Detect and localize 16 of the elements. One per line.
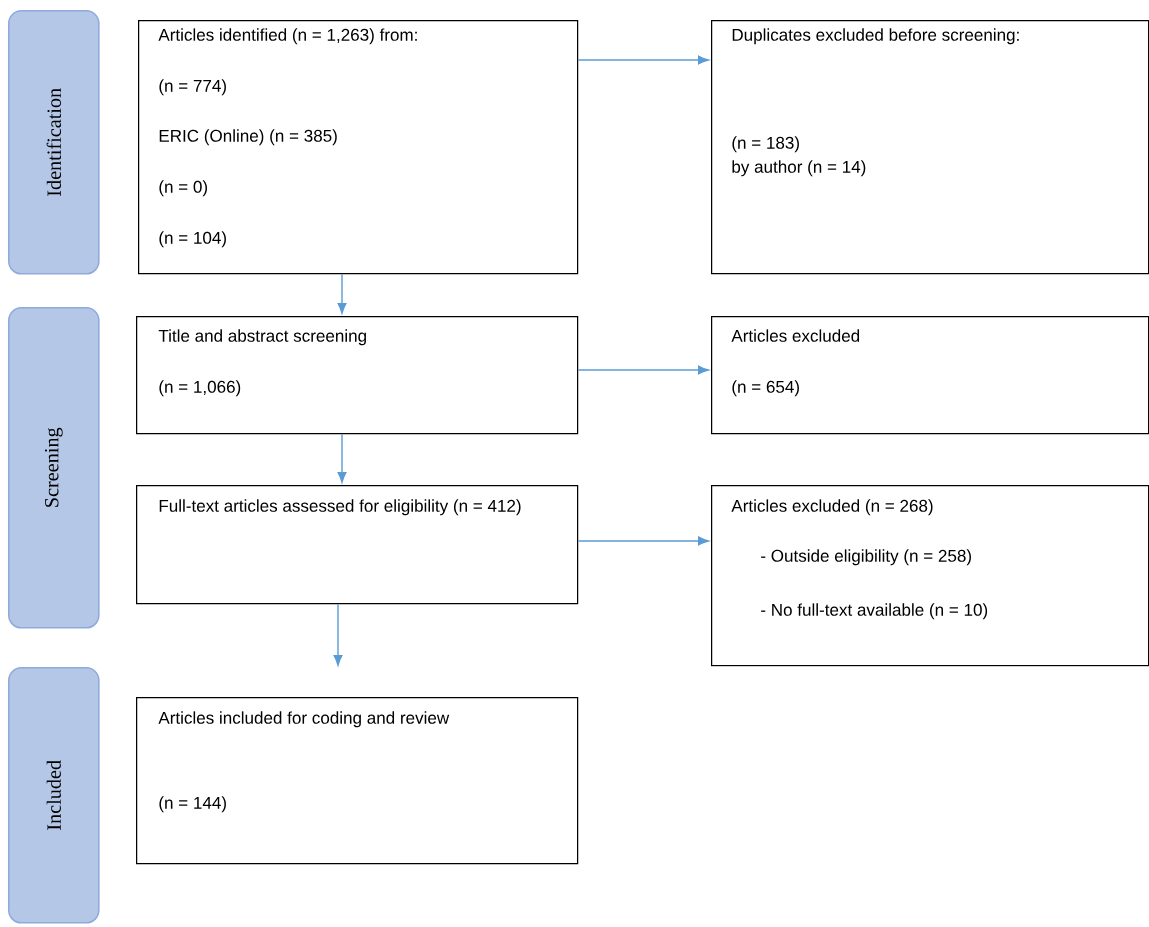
process-box: Articles excluded (n = 268) - Outside eligibility (n = 258) - No full-text available (n = 10) [711, 485, 1149, 667]
arrow [337, 273, 347, 314]
arrow [577, 536, 709, 546]
process-box: Articles included for coding and review (n = 144) [136, 697, 579, 865]
process-box: Full-text articles assessed for eligibility (n = 412) [136, 485, 579, 605]
process-box: Articles excluded (n = 654) [711, 316, 1149, 435]
arrow [333, 603, 343, 666]
arrow [577, 365, 709, 375]
stage-band: Screening [8, 307, 100, 629]
process-box: Articles identified (n = 1,263) from: (n = 774) ERIC (Online) (n = 385) (n = 0) (n = 104) [138, 20, 579, 275]
stage-band: Identification [8, 10, 100, 275]
arrow [577, 55, 709, 65]
stage-band: Included [8, 667, 100, 924]
arrow [337, 433, 347, 483]
process-box: Duplicates excluded before screening: (n = 183) by author (n = 14) [711, 20, 1149, 275]
process-box: Title and abstract screening (n = 1,066) [136, 316, 579, 435]
